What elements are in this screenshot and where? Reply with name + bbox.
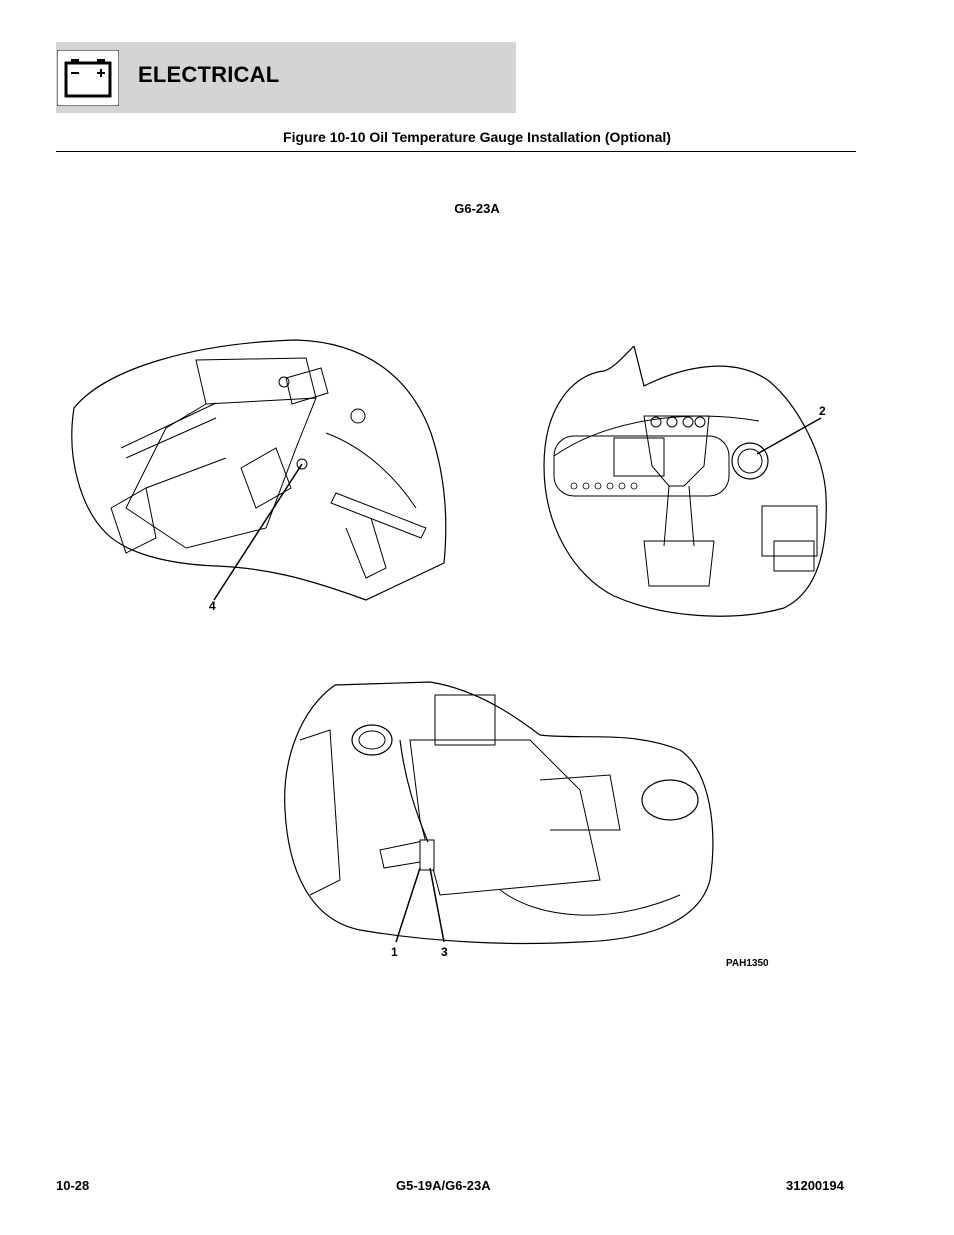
header-bar xyxy=(56,42,516,113)
figure-caption: Figure 10-10 Oil Temperature Gauge Insta… xyxy=(283,129,671,145)
dashboard-illustration xyxy=(543,346,827,617)
footer-model: G5-19A/G6-23A xyxy=(396,1178,491,1193)
page-number: 10-28 xyxy=(56,1178,90,1193)
drawing-code: PAH1350 xyxy=(726,958,769,969)
callout-2: 2 xyxy=(819,404,826,418)
callout-1: 1 xyxy=(391,945,398,959)
callout-4: 4 xyxy=(209,599,216,613)
battery-icon xyxy=(56,49,120,107)
document-number: 31200194 xyxy=(786,1178,844,1193)
bracket-illustration xyxy=(71,339,447,601)
header-divider xyxy=(56,151,856,152)
sensor-illustration xyxy=(284,681,714,945)
model-label: G6-23A xyxy=(454,201,500,216)
section-title: ELECTRICAL xyxy=(138,62,280,87)
callout-3: 3 xyxy=(441,945,448,959)
